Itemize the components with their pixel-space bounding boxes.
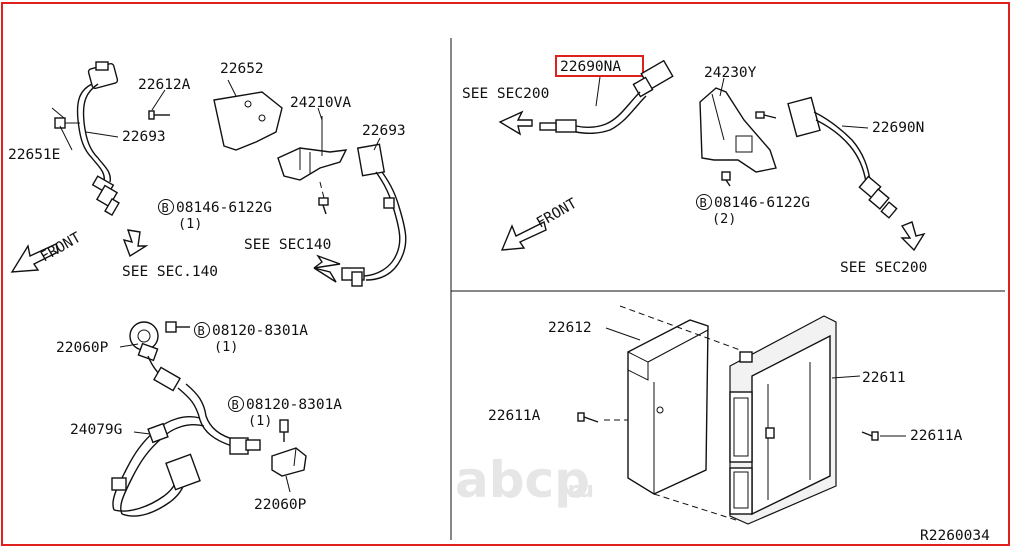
- diagram-id: R2260034: [920, 528, 990, 544]
- o2-sensor-right-drawing: [341, 143, 407, 287]
- label-24230y: 24230Y: [704, 65, 757, 81]
- screw-22612a-drawing: [148, 110, 170, 120]
- see-sec140-arrow-icon: [313, 254, 341, 283]
- bracket-22612-drawing: [627, 319, 709, 495]
- bolt-marker-bl-a-icon: B: [194, 322, 210, 338]
- label-22693-right: 22693: [362, 123, 406, 139]
- ecm-22611-drawing: [729, 315, 837, 525]
- label-22651e: 22651E: [8, 147, 60, 163]
- label-front: FRONT: [38, 230, 84, 266]
- see-sec140-down-arrow-icon: [122, 229, 149, 258]
- watermark-text: abcp: [455, 451, 590, 509]
- label-bolt-08120-a: 08120-8301A: [212, 323, 308, 339]
- bolt-marker-bl-a-letter: B: [198, 324, 205, 338]
- label-22690na: 22690NA: [560, 59, 621, 75]
- label-24210va: 24210VA: [290, 95, 351, 111]
- watermark-suffix: .ru: [559, 478, 594, 503]
- label-24079g: 24079G: [70, 422, 122, 438]
- bracket-24210va-drawing: [277, 147, 348, 181]
- label-bolt-08120-b-qty: (1): [248, 413, 272, 429]
- label-22652: 22652: [220, 61, 264, 77]
- label-22690n: 22690N: [872, 120, 924, 136]
- bolt-08146-right-drawing: [721, 171, 731, 187]
- sensor-22690n-drawing: [787, 96, 898, 219]
- label-see-sec140: SEE SEC140: [244, 237, 331, 253]
- label-22611a-right: 22611A: [910, 428, 963, 444]
- screw-22611a-left-drawing: [577, 412, 599, 423]
- top-left-panel: 22652 22612A 24210VA 22693 22693 22651E …: [8, 61, 407, 287]
- bolt-marker-icon: B: [158, 199, 174, 215]
- bolt-08146-drawing: [318, 181, 329, 215]
- label-22612a: 22612A: [138, 77, 191, 93]
- highlight-22690na-box: [555, 55, 644, 77]
- o2-sensor-left-drawing: [51, 61, 120, 217]
- bottom-right-panel: 22612 22611 22611A 22611A: [488, 305, 963, 525]
- bolt-marker-right-letter: B: [700, 196, 707, 210]
- label-bolt-08120-b: 08120-8301A: [246, 397, 342, 413]
- see-sec200-down-arrow-icon: [900, 221, 926, 252]
- label-22612: 22612: [548, 320, 592, 336]
- harness-24079g-drawing: [111, 355, 261, 517]
- label-front-right: FRONT: [534, 196, 580, 232]
- bolt-marker-right-icon: B: [696, 194, 712, 210]
- top-right-panel: 22690NA: [462, 55, 927, 276]
- label-bolt-08146-right: 08146-6122G: [714, 195, 810, 211]
- label-bolt-08146: 08146-6122G: [176, 200, 272, 216]
- label-see-sec200-bottom: SEE SEC200: [840, 260, 927, 276]
- label-bolt-qty-right: (2): [712, 211, 736, 227]
- bolt-marker-bl-b-icon: B: [228, 396, 244, 412]
- label-see-sec200: SEE SEC200: [462, 86, 549, 102]
- label-22611: 22611: [862, 370, 906, 386]
- bracket-24230y-drawing: [699, 87, 777, 173]
- front-arrow-icon: [10, 243, 59, 273]
- label-see-sec-140: SEE SEC.140: [122, 264, 218, 280]
- diagram-frame: [1, 2, 1010, 546]
- bottom-left-panel: B 08120-8301A (1) 22060P B 08120-8301A (…: [56, 321, 342, 517]
- knock-sensor-bottom-drawing: [271, 419, 307, 477]
- label-22060p-bottom: 22060P: [254, 497, 307, 513]
- see-sec200-arrow-icon: [498, 110, 533, 136]
- screw-22611a-right-drawing: [861, 431, 879, 441]
- knock-sensor-top-drawing: [129, 321, 190, 362]
- front-arrow-right-icon: [500, 220, 547, 251]
- sensor-22690na-drawing: [539, 59, 674, 135]
- label-22611a-left: 22611A: [488, 408, 541, 424]
- label-bolt-08120-a-qty: (1): [214, 339, 238, 355]
- label-22060p-top: 22060P: [56, 340, 109, 356]
- bracket-22652-drawing: [213, 91, 283, 151]
- label-bolt-qty: (1): [178, 216, 202, 232]
- watermark-logo: abcp .ru: [455, 451, 594, 509]
- screw-24230y-drawing: [755, 111, 777, 119]
- bolt-marker-letter: B: [162, 201, 169, 215]
- label-22693-left: 22693: [122, 129, 166, 145]
- bolt-marker-bl-b-letter: B: [232, 398, 239, 412]
